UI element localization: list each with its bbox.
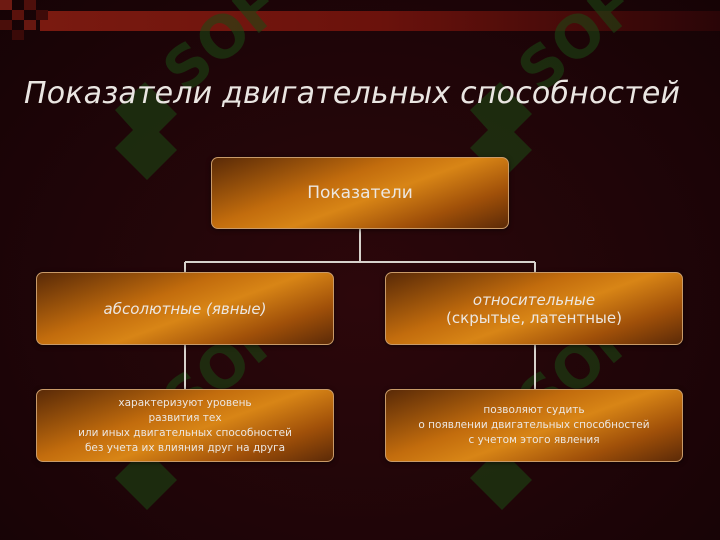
relative-description-line: с учетом этого явления bbox=[468, 434, 600, 446]
relative-indicators-label: относительные bbox=[472, 290, 596, 309]
absolute-description-node: характеризуют уровень развития тех или и… bbox=[36, 389, 334, 462]
relative-description-line: позволяют судить bbox=[483, 404, 585, 416]
absolute-description-line: без учета их влияния друг на друга bbox=[84, 441, 286, 454]
root-node-label: Показатели bbox=[307, 183, 413, 203]
absolute-description-line: характеризуют уровень bbox=[118, 396, 252, 409]
relative-indicators-sublabel: (скрытые, латентные) bbox=[446, 308, 622, 327]
relative-description-line: о появлении двигательных способностей bbox=[418, 419, 650, 431]
relative-description-node: позволяют судить о появлении двигательны… bbox=[385, 389, 683, 462]
relative-indicators-node: относительные (скрытые, латентные) bbox=[385, 272, 683, 345]
watermark-logo: SOFT bbox=[470, 0, 640, 180]
absolute-indicators-label: абсолютные (явные) bbox=[103, 299, 267, 318]
absolute-indicators-node: абсолютные (явные) bbox=[36, 272, 334, 345]
watermark-logo: SOFT bbox=[115, 0, 285, 180]
top-decor-bar bbox=[0, 0, 720, 40]
root-node: Показатели bbox=[211, 157, 509, 229]
absolute-description-line: или иных двигательных способностей bbox=[78, 426, 292, 439]
slide-title: Показатели двигательных способностей bbox=[24, 76, 681, 111]
absolute-description-line: развития тех bbox=[148, 411, 222, 424]
